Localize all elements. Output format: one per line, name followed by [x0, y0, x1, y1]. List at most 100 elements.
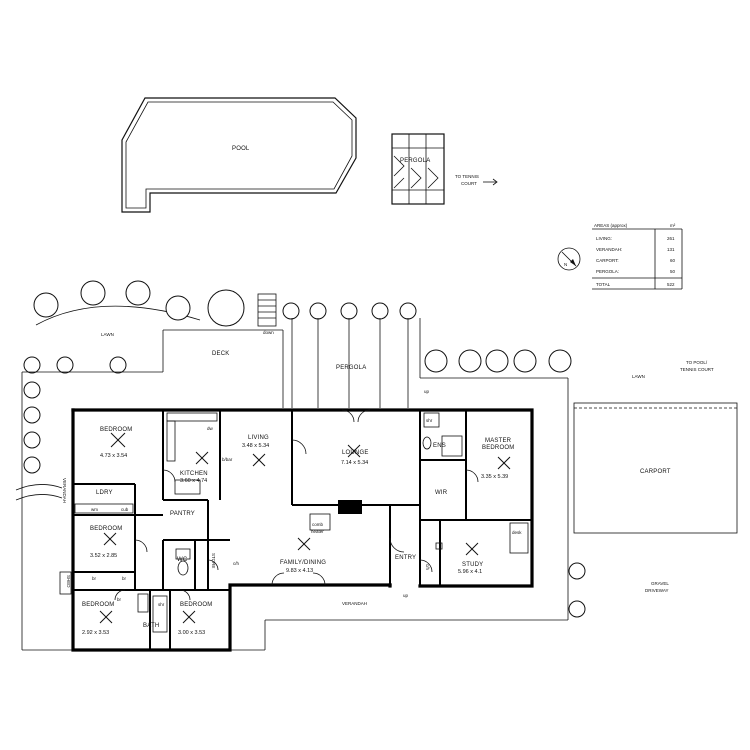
laundry-label: LDRY — [96, 490, 113, 496]
bath-label: BATH — [143, 623, 159, 629]
study-dim: 5.96 x 4.1 — [458, 569, 482, 575]
light-fixtures — [99, 432, 511, 624]
tree-icon — [568, 562, 586, 580]
bedroom-4-label: BEDROOM — [180, 602, 212, 608]
br-label: br — [117, 597, 122, 602]
pergola-mid-label: PERGOLA — [336, 365, 366, 371]
bedroom-3-label: BEDROOM — [82, 602, 114, 608]
areas-row-label: CARPORT: — [596, 258, 619, 263]
carport: CARPORT — [573, 402, 738, 534]
gravel-label-1: GRAVEL — [651, 581, 669, 586]
areas-row-label: TOTAL — [596, 282, 611, 287]
up-entry-label: up — [403, 593, 409, 598]
lawn-right-label: LAWN — [632, 374, 645, 379]
master-bedroom-label: MASTER — [485, 438, 512, 444]
tree-icon — [568, 600, 586, 618]
shed: SHED — [59, 571, 72, 595]
pool: POOL — [121, 97, 357, 213]
pantry-label: PANTRY — [170, 511, 195, 517]
tree-icon — [340, 302, 358, 320]
shower-label: shr — [426, 418, 433, 423]
gas-heater-label: c/h — [425, 564, 430, 571]
family-dining-dim: 9.83 x 4.13 — [286, 568, 313, 574]
carport-label: CARPORT — [640, 469, 671, 475]
tree-icon — [23, 381, 41, 399]
bedroom-1-label: BEDROOM — [100, 427, 132, 433]
tree-icon — [33, 292, 59, 318]
to-pool-label-2: TENNIS COURT — [680, 367, 714, 372]
areas-table: AREAS (approx) m² LIVING: 261 VERANDAH: … — [592, 223, 683, 290]
bedroom-2-dim: 3.52 x 2.85 — [90, 553, 117, 559]
lounge-dim: 7.14 x 5.34 — [341, 460, 368, 466]
tree-icon — [371, 302, 389, 320]
bedroom-4-dim: 3.00 x 3.53 — [178, 630, 205, 636]
master-bedroom-dim: 3.35 x 5.39 — [481, 474, 508, 480]
to-tennis-label-2: COURT — [461, 181, 477, 186]
down-label: down — [263, 330, 274, 335]
verandah-bottom-label: VERANDAH — [342, 601, 367, 606]
wir-label: WIR — [435, 490, 448, 496]
master-bedroom-label-2: BEDROOM — [482, 445, 514, 451]
pool-label: POOL — [232, 146, 250, 152]
lawn-left-label: LAWN — [101, 332, 114, 337]
tree-icon — [165, 295, 191, 321]
br-label: br — [92, 576, 97, 581]
store-label: STORE — [211, 553, 216, 568]
kitchen-label: KITCHEN — [180, 471, 208, 477]
tree-icon — [23, 456, 41, 474]
wm-label: wm — [91, 507, 98, 512]
up-label-top: up — [424, 389, 430, 394]
tree-icon — [207, 289, 245, 327]
br-label: br — [122, 576, 127, 581]
areas-row-label: LIVING: — [596, 236, 612, 241]
tree-icon — [125, 280, 151, 306]
shed-label: SHED — [66, 575, 71, 588]
tree-icon — [548, 349, 572, 373]
pergola-top-label: PERGOLA — [400, 158, 430, 164]
tree-icon — [109, 356, 127, 374]
tree-icon — [458, 349, 482, 373]
tree-icon — [309, 302, 327, 320]
tree-icon — [282, 302, 300, 320]
pergola-top: PERGOLA — [391, 133, 445, 205]
tree-row-left — [23, 356, 127, 474]
house-walls — [71, 408, 534, 652]
fixtures — [74, 412, 529, 633]
tree-row-top-left — [33, 280, 245, 327]
tree-icon — [80, 280, 106, 306]
areas-row-value: 261 — [667, 236, 675, 241]
north-arrow-icon: N — [557, 247, 581, 271]
areas-header: AREAS (approx) — [594, 223, 628, 228]
tree-row-right — [424, 349, 586, 618]
kitchen-dim: 3.60 x 4.74 — [180, 478, 207, 484]
tree-icon — [23, 431, 41, 449]
dw-label: dw — [207, 426, 214, 431]
gravel-label-2: DRIVEWAY — [645, 588, 669, 593]
tree-icon — [424, 349, 448, 373]
comb-heater-label-1: comb — [312, 522, 324, 527]
bedroom-1-dim: 4.73 x 3.54 — [100, 453, 127, 459]
tree-row-pergola — [282, 302, 417, 320]
to-tennis-label-1: TO TENNIS — [455, 174, 479, 179]
lounge-label: LOUNGE — [342, 450, 369, 456]
tree-icon — [485, 349, 509, 373]
tree-icon — [23, 406, 41, 424]
wc-label: WC — [177, 557, 188, 563]
ensuite-label: ENS — [433, 443, 446, 449]
cub-label: cub — [121, 507, 129, 512]
areas-row-value: 131 — [667, 247, 675, 252]
bedroom-2-label: BEDROOM — [90, 526, 122, 532]
arrow-icon — [483, 178, 498, 186]
ch-label: c/h — [233, 561, 240, 566]
tree-icon — [399, 302, 417, 320]
bbar-label: b/bar — [222, 457, 233, 462]
living-label: LIVING — [248, 435, 269, 441]
fireplace — [338, 500, 362, 514]
verandah-left-label: VERANDAH — [62, 478, 67, 503]
tree-icon — [23, 356, 41, 374]
deck-steps — [257, 293, 277, 327]
tree-icon — [513, 349, 537, 373]
entry-label: ENTRY — [395, 555, 416, 561]
living-dim: 3.48 x 5.34 — [242, 443, 269, 449]
